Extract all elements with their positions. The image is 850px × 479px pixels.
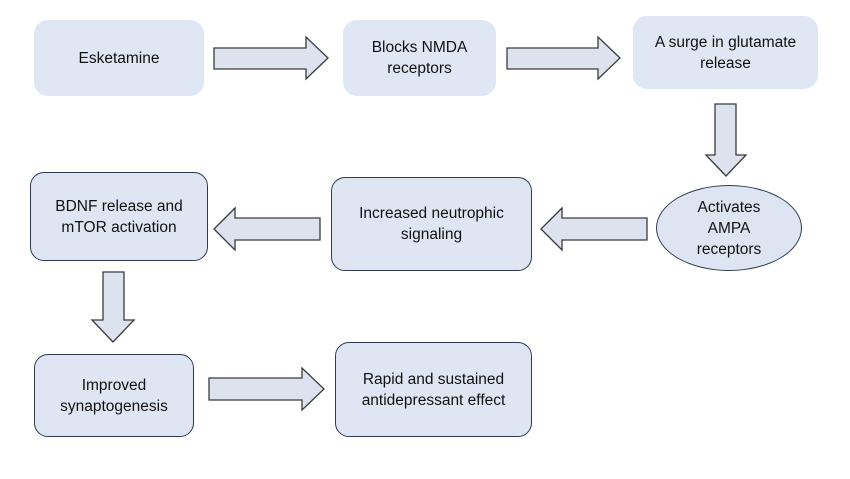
arrow-glutamate-to-ampa (704, 103, 748, 177)
arrow-synaptogenesis-to-effect (208, 366, 325, 412)
node-activates-ampa: Activates AMPA receptors (656, 185, 802, 271)
node-glutamate-surge-label: A surge in glutamate release (654, 33, 797, 72)
arrow-neurotrophic-to-bdnf (213, 206, 321, 252)
node-blocks-nmda: Blocks NMDA receptors (343, 20, 496, 96)
node-blocks-nmda-label: Blocks NMDA receptors (371, 39, 468, 77)
node-antidepressant-effect: Rapid and sustained antidepressant effec… (335, 342, 532, 437)
node-esketamine-label: Esketamine (78, 49, 160, 67)
node-activates-ampa-label: Activates AMPA receptors (696, 198, 762, 258)
arrow-nmda-to-glutamate (506, 35, 621, 81)
arrow-esketamine-to-nmda (213, 35, 329, 81)
node-improved-synaptogenesis-label: Improved synaptogenesis (60, 376, 168, 415)
arrow-ampa-to-neurotrophic (540, 206, 648, 252)
arrow-bdnf-to-synaptogenesis (90, 271, 136, 343)
node-glutamate-surge: A surge in glutamate release (633, 16, 818, 89)
node-antidepressant-effect-label: Rapid and sustained antidepressant effec… (361, 370, 506, 409)
node-neurotrophic-signaling: Increased neutrophic signaling (331, 177, 532, 271)
node-bdnf-mtor-label: BDNF release and mTOR activation (55, 197, 183, 236)
node-bdnf-mtor: BDNF release and mTOR activation (30, 172, 208, 261)
node-neurotrophic-signaling-label: Increased neutrophic signaling (359, 205, 504, 243)
node-esketamine: Esketamine (34, 20, 204, 96)
node-improved-synaptogenesis: Improved synaptogenesis (34, 354, 194, 437)
